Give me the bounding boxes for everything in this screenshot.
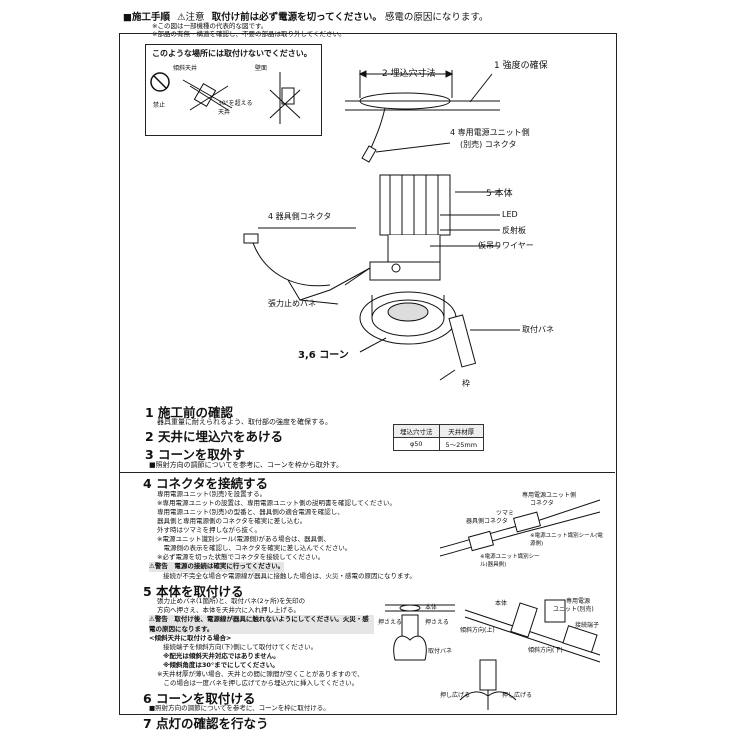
step-3-title: 3 コーンを取外す [145, 447, 245, 462]
step-4-line: 接続が不完全な場合や電源線が器具に接触した場合は、火災・感電の原因になります。 [163, 572, 416, 580]
label-unit-conn2: (別売) コネクタ [460, 140, 517, 149]
fig-terminal: 接続端子 [575, 622, 600, 629]
step-4-title: 4 コネクタを接続する [143, 476, 269, 491]
step-2-title: 2 天井に埋込穴をあける [145, 429, 284, 444]
label-led: LED [502, 210, 518, 219]
step-4-warning: ⚠警告 電源の接続は確実に行ってください。 [149, 562, 285, 572]
step-6-text: ■照射方向の調節についてを参考に、コーンを枠に取付ける。 [149, 704, 330, 712]
page-header: ■施工手順 ⚠注意 取付け前は必ず電源を切ってください。 感電の原因になります。 [123, 9, 488, 23]
fig-slope-up: 傾斜方向(上) [460, 627, 495, 634]
step-1-text: 器具重量に耐えられるよう、取付部の強度を確保する。 [157, 418, 332, 426]
slope-ceiling-icon [182, 79, 233, 111]
fig-slope-down: 傾斜方向(下) [528, 647, 563, 654]
header-warning-tail: 感電の原因になります。 [384, 12, 489, 23]
step-4-line: 専用電源ユニット(別売)を設置する。 [157, 490, 267, 498]
spec-hole: φ50 [393, 437, 440, 451]
label-strength: 1 強度の確保 [494, 61, 548, 71]
caution-angle: 30°を超える天井 [218, 100, 253, 116]
caution-title: このような場所には取付けないでください。 [152, 49, 312, 58]
step-5-line: ※傾斜角度は30°までにしてください。 [163, 661, 279, 669]
label-hole: 2 埋込穴寸法 [382, 69, 436, 79]
connector-figure [439, 499, 601, 557]
fig-push-open: 押し広げる [440, 692, 471, 699]
step-6-title: 6 コーンを取付ける [143, 691, 256, 706]
spec-header-hole: 埋込穴寸法 [393, 424, 440, 438]
label-fixture-conn: 4 器具側コネクタ [268, 212, 332, 221]
step-4-line: 器具側と専用電源側のコネクタを確実に差し込む。 [157, 517, 307, 525]
fig-push-open2: 押し広げる [502, 692, 533, 699]
note-1: ※この図は一部機種の代表的な図です。 [152, 22, 268, 30]
caution-prohibit: 禁止 [153, 102, 166, 109]
step-4-line: 電源側の表示を確認し、コネクタを確実に差し込んでください。 [157, 544, 352, 552]
fig-seal-power: ※電源ユニット識別シール(電源側) [530, 533, 603, 547]
fig-unit2: ユニット(別売) [553, 606, 594, 613]
label-reflector: 反射板 [502, 226, 526, 235]
mounting-figure [385, 599, 601, 710]
fig-push: 押さえる [378, 619, 402, 626]
fig-mount: 取付バネ [428, 648, 453, 655]
label-body: 5 本体 [486, 189, 513, 199]
warning-icon: ⚠注意 [177, 12, 205, 23]
step-5-warning: ⚠警告 取付け後、電源線が器具に触れないようにしてください。火災・感電の原因にな… [149, 615, 374, 634]
header-warning: 取付け前は必ず電源を切ってください。 [211, 12, 382, 23]
fixture-body-drawing [359, 174, 477, 368]
label-spring: 張力止めバネ [268, 299, 316, 308]
label-mount-spring: 取付バネ [522, 325, 554, 334]
instruction-frame [119, 33, 617, 715]
step-5-title: 5 本体を取付ける [143, 584, 244, 599]
fig-push-spring: 押さえる [425, 619, 449, 626]
step-3-text: ■照射方向の調節についてを参考に、コーンを枠から取外す。 [149, 461, 344, 469]
step-5-line: この場合は一度バネを押し広げてから埋込穴に挿入してください。 [157, 679, 359, 687]
label-unit-conn: 4 専用電源ユニット側 [450, 128, 530, 137]
fig-unit: 専用電源ユニット側 [522, 492, 577, 499]
spec-thickness: 5〜25mm [438, 437, 485, 451]
prohibit-icon [150, 72, 170, 92]
label-wire: 仮吊りワイヤー [478, 241, 534, 250]
note-2: ※部品の有無・構造を確認し、不要の部品は取り外してください。 [152, 30, 346, 38]
fig-body2: 本体 [495, 600, 508, 607]
fig-seal-fixture: ※電源ユニット識別シール(器具側) [480, 554, 540, 568]
fig-unit: 専用電源 [566, 598, 591, 605]
step-5-line: 接続端子を傾斜方向(下)側にして取付けてください。 [163, 643, 318, 651]
step-4-line: 外す時はツマミを押しながら抜く。 [157, 526, 261, 534]
ceiling-drawing [345, 92, 500, 111]
caution-slope: 傾斜天井 [173, 65, 198, 72]
step-5-line: 張力止めバネ(1箇所)と、取付バネ(2ヶ所)を矢印の [157, 597, 306, 605]
header-title: ■施工手順 [123, 12, 170, 23]
step-4-line: ※専用電源ユニットの設置は、専用電源ユニット側の説明書を確認してください。 [157, 499, 397, 507]
step-4-line: ※電源ユニット識別シール(電源側)がある場合は、器具側、 [157, 535, 331, 543]
wall-icon [269, 72, 301, 124]
label-frame: 枠 [462, 379, 470, 388]
step-5-line: ※天井材厚が薄い場合、天井との間に隙間が空くことがありますので、 [157, 670, 364, 678]
caution-wall: 壁面 [255, 65, 268, 72]
fig-body: 本体 [425, 604, 438, 611]
divider [119, 472, 615, 473]
step-7-title: 7 点灯の確認を行なう [143, 716, 269, 731]
fig-fixture-conn: 器具側コネクタ [466, 518, 508, 525]
step-1-title: 1 施工前の確認 [145, 405, 234, 420]
spec-header-thickness: 天井材厚 [438, 424, 485, 438]
caution-box [145, 44, 322, 136]
step-5-line: ※配光は傾斜天井対応ではありません。 [163, 652, 280, 660]
step-4-line: 専用電源ユニット(別売)の型番と、器具側の適合電源を確認し、 [157, 508, 344, 516]
label-cone: 3,6 コーン [298, 350, 349, 361]
fig-conn: コネクタ [530, 500, 554, 507]
step-5-line: 方向へ押さえ、本体を天井穴に入れ押し上げる。 [157, 606, 300, 614]
fig-knob: ツマミ [496, 510, 515, 517]
step-5-slope: <傾斜天井に取付ける場合> [149, 634, 232, 642]
step-4-line: ※必ず電源を切った状態でコネクタを接続してください。 [157, 553, 325, 561]
